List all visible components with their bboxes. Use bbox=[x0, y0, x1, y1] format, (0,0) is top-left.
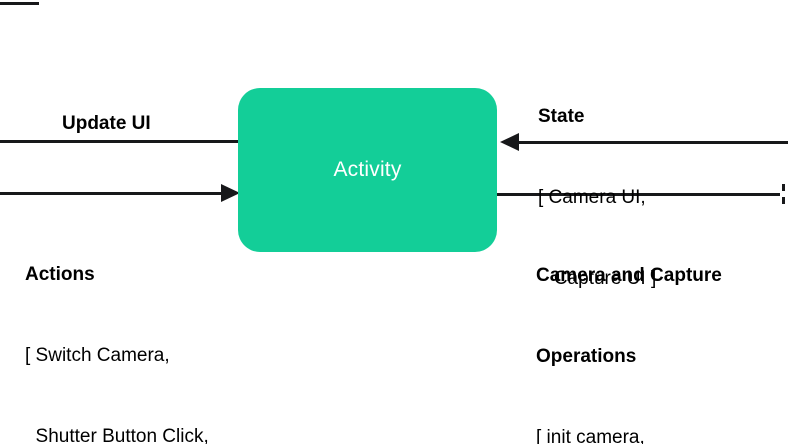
label-state-line-2: Capture UI ] bbox=[538, 268, 657, 289]
label-state-heading: State bbox=[538, 106, 585, 127]
edge-stub-right-lower bbox=[782, 197, 785, 204]
activity-node: Activity bbox=[238, 88, 497, 252]
arrowhead-right-actions bbox=[221, 184, 240, 202]
edge-line-state bbox=[519, 141, 788, 144]
label-actions-line-2: Shutter Button Click, bbox=[25, 426, 209, 444]
activity-node-label: Activity bbox=[333, 158, 402, 181]
label-state-line-1: [ Camera UI, bbox=[538, 187, 646, 208]
edge-line-camera-capture-operations bbox=[497, 193, 780, 196]
label-actions-heading: Actions bbox=[25, 264, 95, 285]
label-block-state: State [ Camera UI, Capture UI ] bbox=[538, 49, 656, 346]
label-actions-line-1: [ Switch Camera, bbox=[25, 345, 170, 366]
label-block-camera-capture-operations: Camera and Capture Operations [ init cam… bbox=[536, 208, 722, 444]
edge-stub-top-left bbox=[0, 2, 39, 5]
label-operations-heading-line-2: Operations bbox=[536, 346, 637, 367]
edge-line-update-ui bbox=[0, 140, 240, 143]
label-operations-line-1: [ init camera, bbox=[536, 427, 645, 444]
edge-label-update-ui: Update UI bbox=[62, 113, 151, 134]
label-block-actions: Actions [ Switch Camera, Shutter Button … bbox=[25, 207, 255, 444]
label-operations-heading-line-1: Camera and Capture bbox=[536, 265, 722, 286]
arrowhead-left-state bbox=[500, 133, 519, 151]
edge-line-actions bbox=[0, 192, 228, 195]
edge-stub-right-upper bbox=[782, 184, 785, 191]
